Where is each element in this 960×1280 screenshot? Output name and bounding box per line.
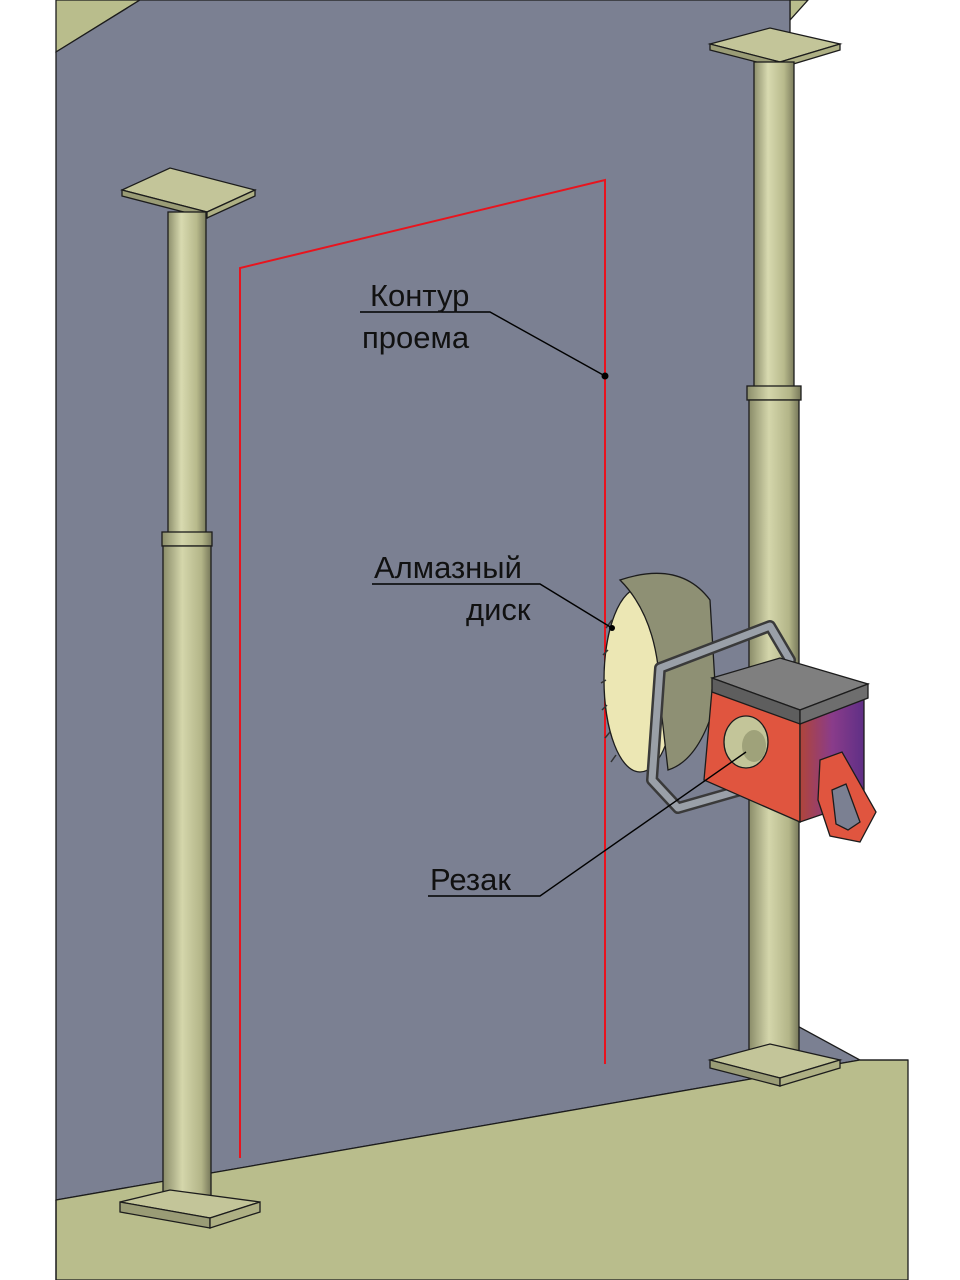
blade-guard: [618, 572, 717, 771]
wall-saw-cutter: [600, 572, 877, 843]
label-opening-contour-line2: проема: [362, 320, 470, 355]
label-diamond-disc-line2: диск: [466, 592, 531, 627]
label-diamond-disc-line1: Алмазный: [374, 550, 522, 585]
label-cutter: Резак: [430, 862, 511, 897]
opening-contour-line: [239, 178, 606, 1158]
leader-lines: [360, 311, 747, 897]
label-opening-contour-line1: Контур: [370, 278, 469, 313]
ceiling-slab-right: [789, 0, 809, 22]
left-telescopic-prop: [119, 167, 261, 1229]
